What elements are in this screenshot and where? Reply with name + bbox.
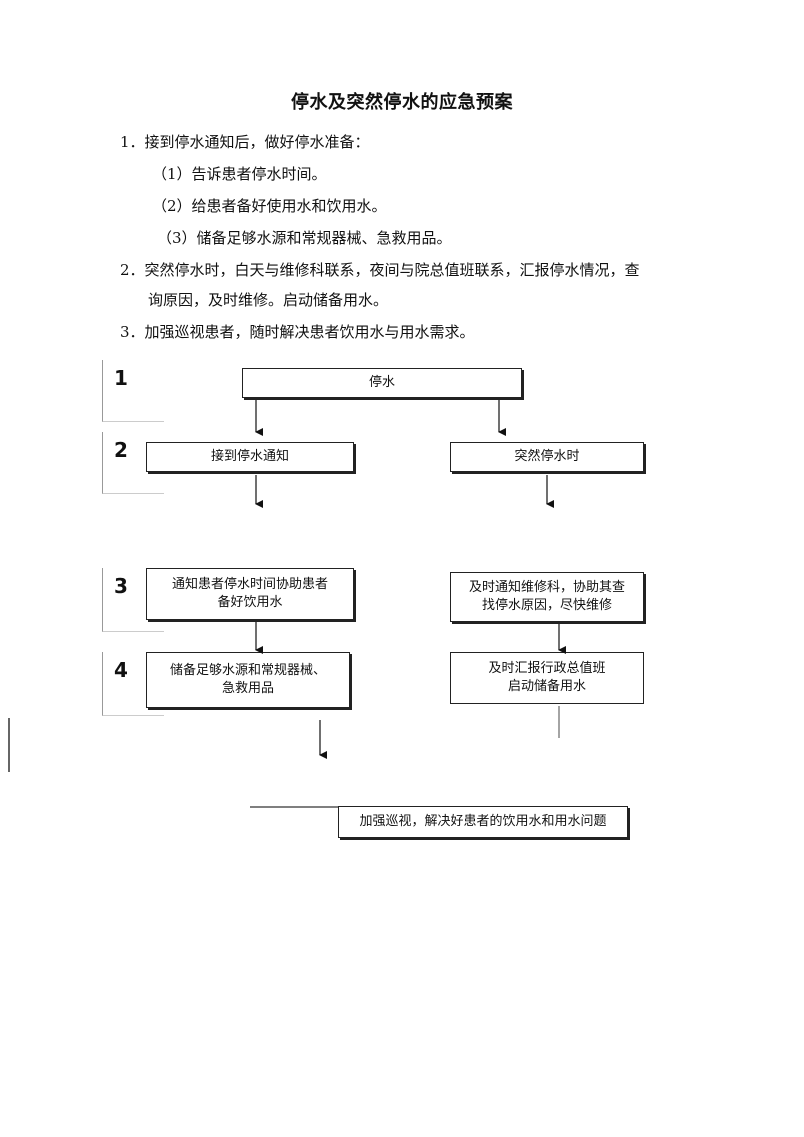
paragraph-3: 3．加强巡视患者，随时解决患者饮用水与用水需求。: [120, 323, 475, 341]
paragraph-1-item-2: （2）给患者备好使用水和饮用水。: [152, 197, 387, 215]
paragraph-2-line-1: 2．突然停水时，白天与维修科联系，夜间与院总值班联系，汇报停水情况，查: [120, 261, 640, 279]
page-title: 停水及突然停水的应急预案: [291, 92, 513, 113]
step-label-4: 4: [102, 652, 164, 716]
flow-box-sudden-stop: 突然停水时: [450, 442, 644, 472]
step-label-1: 1: [102, 360, 164, 422]
paragraph-1-item-3: （3）储备足够水源和常规器械、急救用品。: [157, 229, 452, 247]
paragraph-2-line-2: 询原因，及时维修。启动储备用水。: [148, 291, 389, 309]
paragraph-1-item-1: （1）告诉患者停水时间。: [152, 165, 327, 183]
flow-box-stop-water: 停水: [242, 368, 522, 398]
step-label-3: 3: [102, 568, 164, 632]
flow-box-notice-received: 接到停水通知: [146, 442, 354, 472]
flow-box-notify-patients: 通知患者停水时间协助患者 备好饮用水: [146, 568, 354, 620]
flow-box-report-duty: 及时汇报行政总值班 启动储备用水: [450, 652, 644, 704]
flow-box-patrol: 加强巡视，解决好患者的饮用水和用水问题: [338, 806, 628, 838]
flow-box-notify-maintenance: 及时通知维修科，协助其查 找停水原因，尽快维修: [450, 572, 644, 622]
flow-box-reserve-supplies: 储备足够水源和常规器械、 急救用品: [146, 652, 350, 708]
paragraph-1: 1．接到停水通知后，做好停水准备：: [120, 133, 370, 151]
step-label-2: 2: [102, 432, 164, 494]
